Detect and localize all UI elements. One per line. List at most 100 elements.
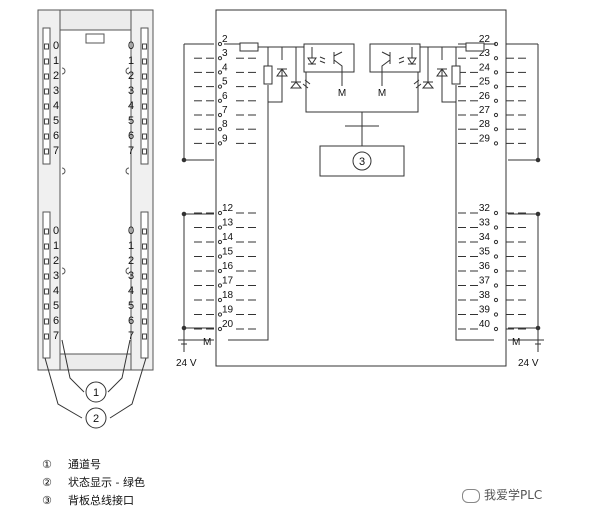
- terminal: [493, 98, 499, 103]
- terminal-number: 19: [222, 305, 234, 316]
- status-led: [142, 288, 147, 295]
- status-led: [44, 118, 49, 125]
- channel-number: 2: [128, 255, 134, 267]
- terminal-number: 39: [479, 305, 491, 316]
- ground-label-right: M: [378, 88, 386, 99]
- status-led-group: [44, 43, 147, 340]
- status-led: [44, 58, 49, 65]
- status-led: [142, 148, 147, 155]
- channel-number: 6: [53, 315, 59, 327]
- terminal: [217, 112, 223, 118]
- terminal-number: 24: [479, 62, 491, 73]
- svg-text:1: 1: [93, 387, 99, 399]
- channel-number: 7: [128, 330, 134, 342]
- junction-dot: [181, 325, 187, 331]
- terminal-number: 6: [222, 91, 228, 102]
- voltage-left: 24 V: [176, 358, 197, 369]
- terminal: [217, 225, 223, 230]
- svg-text:2: 2: [93, 413, 99, 425]
- terminal-number: 33: [479, 218, 491, 229]
- terminal: [217, 268, 223, 274]
- terminal: [493, 326, 499, 332]
- status-led: [44, 73, 49, 80]
- channel-number: 1: [53, 55, 59, 67]
- terminal-number: 34: [479, 232, 491, 243]
- terminal: [217, 283, 223, 288]
- terminal-number: 13: [222, 218, 234, 229]
- status-led: [44, 333, 49, 340]
- channel-number: 4: [53, 100, 59, 112]
- terminal-number: 12: [222, 203, 234, 214]
- terminal-number: 2: [222, 34, 228, 45]
- terminal: [493, 312, 499, 317]
- supply-right: [532, 339, 544, 352]
- channel-number: 2: [128, 70, 134, 82]
- channel-number: 2: [53, 70, 59, 82]
- channel-number: 0: [128, 225, 134, 237]
- status-led: [142, 318, 147, 325]
- terminal-number: 17: [222, 276, 234, 287]
- status-led: [44, 228, 49, 235]
- terminal: [493, 225, 499, 230]
- status-led: [142, 103, 147, 110]
- terminal: [217, 84, 223, 89]
- callout-1: 1: [85, 381, 107, 403]
- terminal-number: 14: [222, 232, 234, 243]
- status-led: [142, 43, 147, 50]
- channel-number: 0: [53, 40, 59, 52]
- terminal-number: 28: [479, 119, 491, 130]
- module-front-panel: [37, 9, 154, 371]
- status-led: [142, 58, 147, 65]
- terminal: [217, 254, 223, 259]
- terminal: [493, 84, 499, 89]
- terminal: [493, 56, 499, 61]
- terminal: [493, 297, 499, 303]
- channel-number: 3: [128, 270, 134, 282]
- terminal-number: 15: [222, 247, 234, 258]
- terminal: [217, 56, 223, 61]
- terminal-number: 35: [479, 247, 491, 258]
- terminal-number: 32: [479, 203, 491, 214]
- callout-3: [352, 151, 372, 171]
- channel-number: 5: [128, 300, 134, 312]
- status-led: [44, 243, 49, 250]
- status-led: [44, 288, 49, 295]
- terminal-number: 26: [479, 91, 491, 102]
- status-led: [44, 133, 49, 140]
- terminal-number: 16: [222, 261, 234, 272]
- status-led: [44, 43, 49, 50]
- callout-lines: [44, 339, 147, 419]
- junction-dot: [535, 157, 541, 163]
- terminal: [217, 98, 223, 103]
- terminal-number: 7: [222, 105, 228, 116]
- channel-number: 3: [128, 85, 134, 97]
- status-led: [142, 303, 147, 310]
- terminal-number: 8: [222, 119, 228, 130]
- terminal-number: 3: [222, 48, 228, 59]
- ground-label-bottom-right: M: [512, 337, 520, 348]
- terminal: [493, 239, 499, 245]
- terminal-number: 23: [479, 48, 491, 59]
- status-led: [44, 148, 49, 155]
- channel-number: 3: [53, 270, 59, 282]
- terminal-number-group: 2345678912131415161718192022232425262728…: [222, 34, 490, 330]
- terminal-number: 22: [479, 34, 491, 45]
- status-led: [142, 118, 147, 125]
- channel-number: 4: [128, 100, 134, 112]
- channel-number: 5: [128, 115, 134, 127]
- terminal-number: 20: [222, 319, 234, 330]
- terminal: [493, 70, 499, 75]
- terminal-number: 36: [479, 261, 491, 272]
- channel-number: 1: [128, 240, 134, 252]
- terminal-number: 27: [479, 105, 491, 116]
- terminal-number: 29: [479, 133, 491, 144]
- watermark: 我爱学PLC: [462, 486, 542, 503]
- junction-dot: [181, 157, 187, 163]
- terminal: [217, 127, 223, 132]
- terminal-number: 18: [222, 290, 234, 301]
- callout-2: 2: [85, 407, 107, 429]
- terminal: [217, 70, 223, 75]
